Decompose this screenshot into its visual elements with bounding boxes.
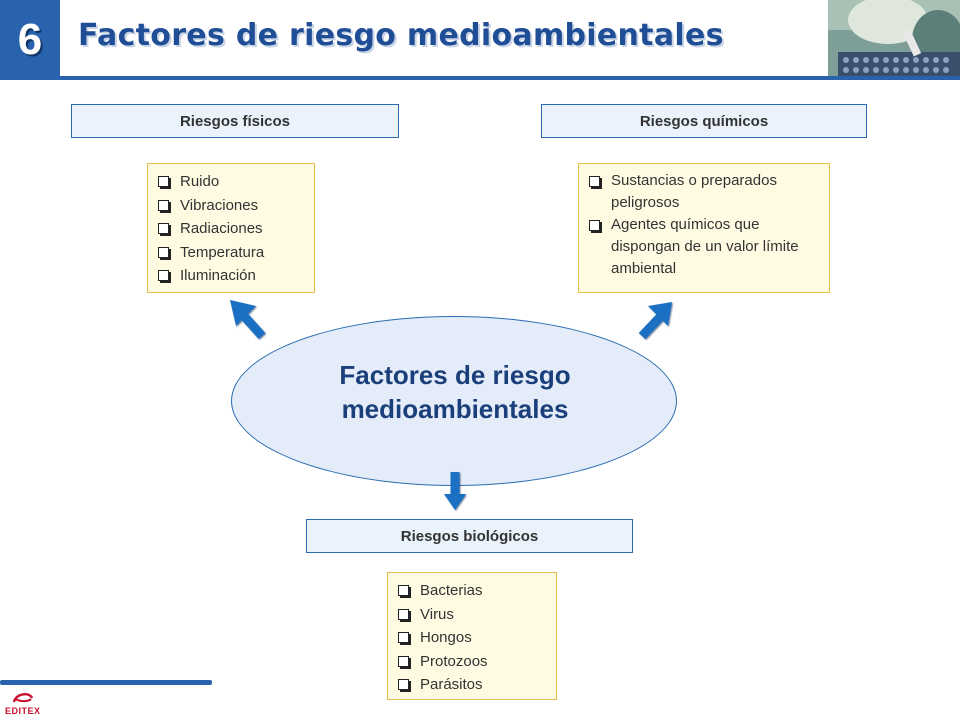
page-title: Factores de riesgo medioambientales [78, 18, 724, 53]
list-item: Bacterias [398, 579, 548, 603]
footer-rule [0, 680, 212, 685]
category-header-biologicos: Riesgos biológicos [306, 519, 633, 553]
center-label: Factores de riesgo medioambientales [339, 360, 571, 424]
bullet-checkbox-icon [589, 176, 600, 187]
list-item: Vibraciones [158, 194, 306, 218]
bullet-checkbox-icon [158, 199, 169, 211]
bullet-checkbox-icon [398, 679, 409, 690]
header-title-area [60, 0, 828, 76]
category-header-quimicos: Riesgos químicos [541, 104, 867, 138]
arrow-up-left-icon [230, 300, 266, 340]
bullet-checkbox-icon [398, 655, 409, 667]
list-item: Radiaciones [158, 217, 306, 241]
arrow-up-right-icon [638, 302, 672, 340]
chapter-number: 6 [17, 15, 43, 64]
editex-logo-icon [12, 693, 34, 703]
category-header-fisicos: Riesgos físicos [71, 104, 399, 138]
list-item: Parásitos [398, 673, 548, 697]
list-biologicos: Bacterias Virus Hongos Protozoos Parásit… [387, 572, 557, 700]
list-item: Agentes químicos que dispongan de un val… [589, 214, 821, 280]
bullet-checkbox-icon [158, 176, 169, 187]
bullet-checkbox-icon [158, 223, 169, 234]
list-item: Temperatura [158, 241, 306, 265]
arrow-down-icon [444, 472, 466, 510]
list-item: Hongos [398, 626, 548, 650]
list-item: Iluminación [158, 264, 306, 288]
center-ellipse [231, 316, 677, 486]
bullet-checkbox-icon [398, 585, 409, 596]
bullet-checkbox-icon [398, 608, 409, 620]
list-item: Virus [398, 603, 548, 627]
header-photo [828, 0, 960, 76]
list-item: Protozoos [398, 650, 548, 674]
editex-logo-text: EDITEX [5, 706, 41, 716]
lab-photo-image [828, 0, 960, 76]
bullet-checkbox-icon [158, 246, 169, 258]
list-item: Ruido [158, 170, 306, 194]
bullet-checkbox-icon [398, 632, 409, 643]
bullet-checkbox-icon [158, 270, 169, 281]
list-item: Sustancias o preparados peligrosos [589, 170, 821, 214]
list-fisicos: Ruido Vibraciones Radiaciones Temperatur… [147, 163, 315, 293]
list-quimicos: Sustancias o preparados peligrosos Agent… [578, 163, 830, 293]
bullet-checkbox-icon [589, 220, 600, 231]
